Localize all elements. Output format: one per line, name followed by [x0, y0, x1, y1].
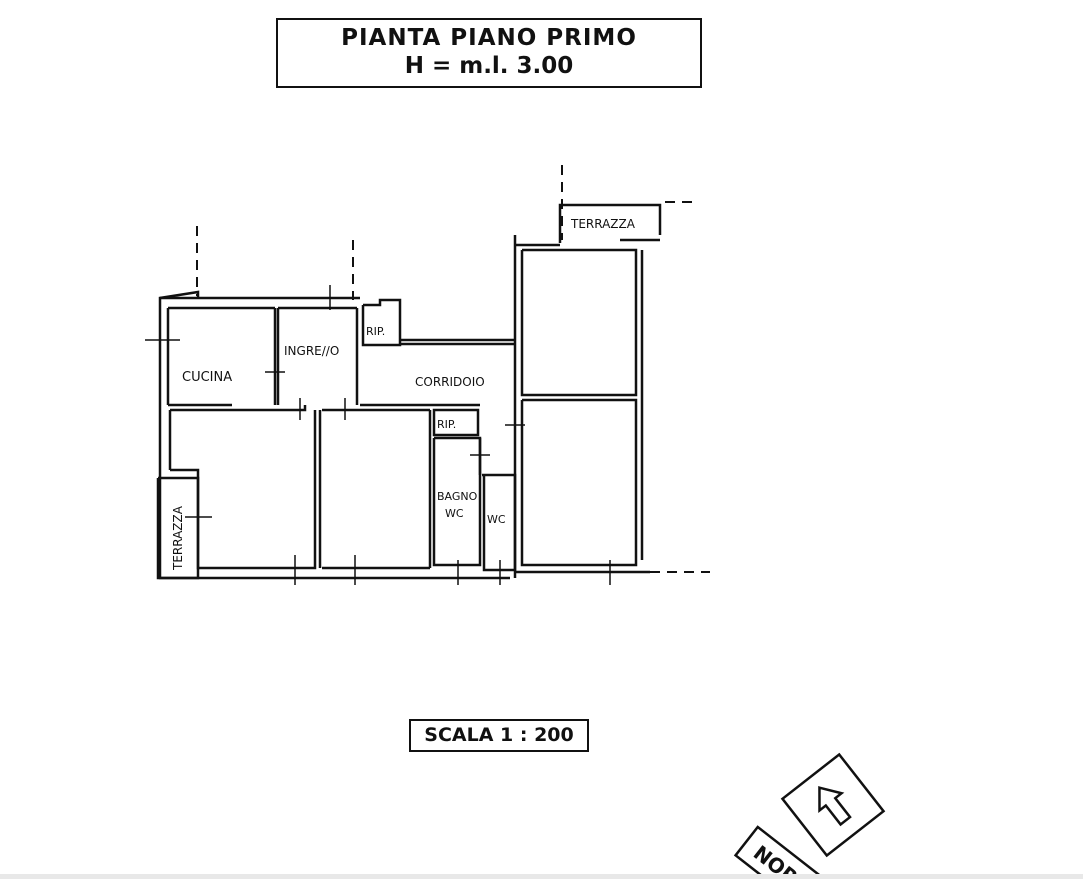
room-label-ingresso: INGRE//O	[284, 344, 339, 358]
title-block: PIANTA PIANO PRIMO H = m.l. 3.00	[276, 18, 702, 88]
scale-label: SCALA 1 : 200	[409, 719, 589, 752]
room-label-wc: WC	[487, 513, 506, 526]
walls	[156, 203, 662, 580]
room-label-bagno: BAGNO	[437, 490, 478, 503]
north-arrow-icon	[780, 752, 886, 858]
room-label-bagno-wc: WC	[445, 507, 464, 520]
room-label-ripostiglio-mid: RIP.	[437, 418, 456, 431]
bottom-edge	[0, 874, 1083, 879]
room-label-cucina: CUCINA	[182, 370, 232, 385]
terrazza-top-label: TERRAZZA	[570, 217, 636, 231]
plan-title: PIANTA PIANO PRIMO	[341, 25, 637, 51]
opening-marks	[145, 285, 611, 585]
axis-lines	[196, 165, 710, 573]
room-label-corridoio: CORRIDOIO	[415, 375, 485, 389]
ceiling-height: H = m.l. 3.00	[404, 53, 574, 79]
room-label-ripostiglio-top: RIP.	[366, 325, 385, 338]
terrazza-left-label: TERRAZZA	[171, 505, 185, 571]
